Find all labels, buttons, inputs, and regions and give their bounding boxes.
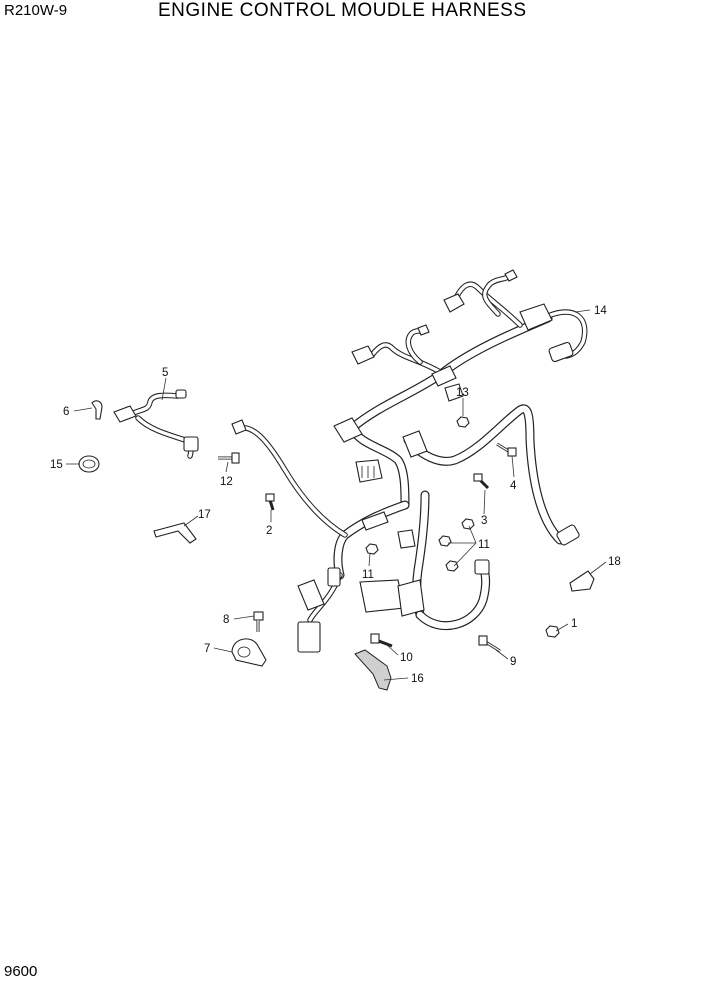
callout-10: 10	[400, 652, 413, 664]
bolt-part-9	[478, 635, 501, 653]
bolt-part-12	[218, 452, 240, 464]
callout-2: 2	[266, 525, 272, 537]
connector-plug	[548, 341, 574, 363]
injector-connector	[443, 293, 465, 313]
callout-3: 3	[481, 515, 487, 527]
callout-8: 8	[223, 614, 229, 626]
callout-4: 4	[510, 480, 517, 492]
callout-11: 11	[478, 539, 490, 551]
leader-lines	[66, 309, 607, 681]
callout-5: 5	[162, 367, 168, 379]
cover-part-16	[354, 649, 392, 691]
callout-9: 9	[510, 656, 516, 668]
bolt-part-4	[496, 442, 517, 457]
bolt-part-3	[473, 473, 490, 490]
callout-6: 6	[63, 406, 69, 418]
model-label: R210W-9	[4, 2, 68, 19]
page-title: ENGINE CONTROL MOUDLE HARNESS	[158, 0, 527, 21]
callout-12: 12	[220, 476, 233, 488]
callout-14: 14	[594, 305, 607, 317]
ecm-connector	[355, 459, 383, 483]
bolt-part-2	[265, 493, 275, 511]
callout-17: 17	[198, 509, 211, 521]
callout-7: 7	[204, 643, 210, 655]
callout-11: 11	[362, 569, 374, 581]
nut-part-13	[456, 416, 470, 428]
dangling-connector	[297, 621, 321, 653]
sleeve	[444, 383, 464, 402]
clamp-part-7	[231, 638, 267, 667]
callout-13: 13	[456, 387, 469, 399]
callout-16: 16	[411, 673, 424, 685]
callout-18: 18	[608, 556, 621, 568]
bolt-part-8	[253, 611, 264, 632]
bolt-part-10	[370, 633, 393, 648]
callout-15: 15	[50, 459, 63, 471]
sub-harness-part-5	[113, 389, 199, 459]
clip-part-6	[91, 400, 103, 420]
bracket-part-17	[153, 522, 197, 544]
page-number: 9600	[4, 963, 38, 980]
main-harness-assembly	[231, 269, 588, 653]
bracket-part-18	[569, 570, 595, 592]
nut-part-1	[545, 625, 560, 638]
nuts-part-11	[365, 518, 475, 572]
main-connector	[359, 579, 405, 613]
callout-1: 1	[571, 618, 577, 630]
